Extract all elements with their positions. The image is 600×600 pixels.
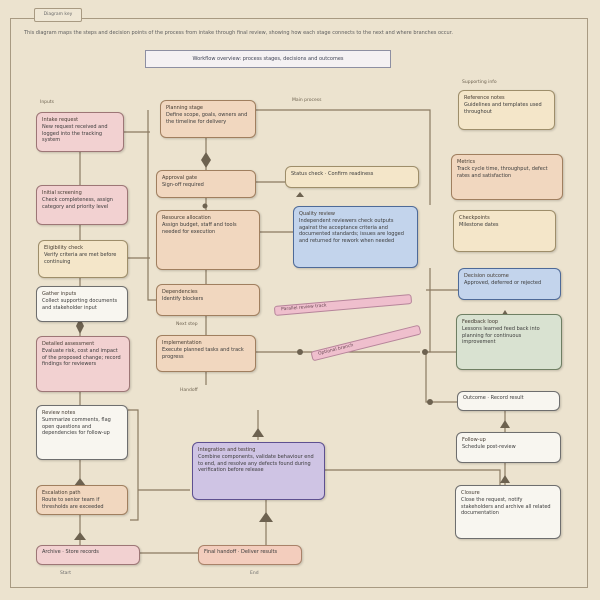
box-text: Identify blockers bbox=[162, 296, 204, 303]
box-closure[interactable]: Closure Close the request, notify stakeh… bbox=[455, 485, 561, 539]
label-supporting-info: Supporting info bbox=[462, 80, 497, 85]
box-resource-allocation[interactable]: Resource allocation Assign budget, staff… bbox=[156, 210, 260, 270]
intro-text: This diagram maps the steps and decision… bbox=[24, 30, 453, 36]
box-final-handoff[interactable]: Final handoff · Deliver results bbox=[198, 545, 302, 565]
box-title: Implementation bbox=[162, 340, 202, 346]
box-text: Route to senior team if thresholds are e… bbox=[42, 497, 104, 510]
label-end: End bbox=[250, 571, 259, 576]
box-text: Collect supporting documents and stakeho… bbox=[42, 298, 118, 311]
box-title: Detailed assessment bbox=[42, 341, 95, 347]
box-title: Outcome bbox=[463, 395, 486, 401]
box-text: Approved, deferred or rejected bbox=[464, 280, 542, 287]
box-text: New request received and logged into the… bbox=[42, 124, 108, 144]
box-text: Guidelines and templates used throughout bbox=[464, 102, 542, 115]
box-text: Assign budget, staff and tools needed fo… bbox=[162, 222, 237, 235]
label-start: Start bbox=[60, 571, 71, 576]
box-title: Quality review bbox=[299, 211, 335, 217]
box-title: Intake request bbox=[42, 117, 79, 123]
box-reference-notes[interactable]: Reference notes Guidelines and templates… bbox=[458, 90, 555, 130]
box-implementation[interactable]: Implementation Execute planned tasks and… bbox=[156, 335, 256, 372]
box-text: Evaluate risk, cost and impact of the pr… bbox=[42, 348, 121, 368]
box-text: Track cycle time, throughput, defect rat… bbox=[457, 166, 548, 179]
box-follow-up[interactable]: Follow-up Schedule post-review bbox=[456, 432, 561, 463]
box-integration-testing[interactable]: Integration and testing Combine componen… bbox=[192, 442, 325, 500]
box-escalation-path[interactable]: Escalation path Route to senior team if … bbox=[36, 485, 128, 515]
label-inputs: Inputs bbox=[40, 100, 54, 105]
box-text: Define scope, goals, owners and the time… bbox=[166, 112, 248, 125]
box-intake-request[interactable]: Intake request New request received and … bbox=[36, 112, 124, 152]
label-main-process: Main process bbox=[292, 98, 322, 103]
box-title: Decision outcome bbox=[464, 273, 509, 279]
box-title: Feedback loop bbox=[462, 319, 499, 325]
box-detailed-assessment[interactable]: Detailed assessment Evaluate risk, cost … bbox=[36, 336, 130, 392]
box-status-check[interactable]: Status check · Confirm readiness bbox=[285, 166, 419, 188]
label-next-step: Next step bbox=[176, 322, 198, 327]
box-text: Sign-off required bbox=[162, 182, 204, 189]
box-text: Summarize comments, flag open questions … bbox=[42, 417, 111, 437]
box-text: Store records bbox=[65, 549, 99, 555]
box-approval-gate[interactable]: Approval gate Sign-off required bbox=[156, 170, 256, 198]
box-text: Record result bbox=[490, 395, 524, 401]
box-text: Close the request, notify stakeholders a… bbox=[461, 497, 551, 517]
box-title: Approval gate bbox=[162, 175, 198, 181]
box-title: Escalation path bbox=[42, 490, 81, 496]
box-title: Resource allocation bbox=[162, 215, 211, 221]
box-text: Check completeness, assign category and … bbox=[42, 197, 113, 210]
box-title: Dependencies bbox=[162, 289, 198, 295]
box-title: Metrics bbox=[457, 159, 476, 165]
box-dependencies[interactable]: Dependencies Identify blockers bbox=[156, 284, 260, 316]
box-text: Verify criteria are met before continuin… bbox=[44, 252, 117, 265]
box-title: Eligibility check bbox=[44, 245, 83, 251]
box-text: Deliver results bbox=[240, 549, 278, 555]
box-text: Independent reviewers check outputs agai… bbox=[299, 218, 404, 244]
box-archive[interactable]: Archive · Store records bbox=[36, 545, 140, 565]
corner-tag: Diagram key bbox=[34, 8, 82, 22]
box-text: Confirm readiness bbox=[327, 171, 374, 177]
box-text: Combine components, validate behaviour e… bbox=[198, 454, 314, 474]
box-initial-screening[interactable]: Initial screening Check completeness, as… bbox=[36, 185, 128, 225]
box-outcome[interactable]: Outcome · Record result bbox=[457, 391, 560, 411]
box-title: Status check bbox=[291, 171, 324, 177]
box-title: Checkpoints bbox=[459, 215, 490, 221]
diagram-title: Workflow overview: process stages, decis… bbox=[145, 50, 391, 68]
box-quality-review[interactable]: Quality review Independent reviewers che… bbox=[293, 206, 418, 268]
box-gather-inputs[interactable]: Gather inputs Collect supporting documen… bbox=[36, 286, 128, 322]
box-title: Integration and testing bbox=[198, 447, 256, 453]
box-title: Archive bbox=[42, 549, 61, 555]
box-checkpoints[interactable]: Checkpoints Milestone dates bbox=[453, 210, 556, 252]
box-metrics[interactable]: Metrics Track cycle time, throughput, de… bbox=[451, 154, 563, 200]
box-title: Closure bbox=[461, 490, 480, 496]
label-handoff: Handoff bbox=[180, 388, 198, 393]
box-text: Schedule post-review bbox=[462, 444, 516, 451]
box-eligibility-check[interactable]: Eligibility check Verify criteria are me… bbox=[38, 240, 128, 278]
box-title: Review notes bbox=[42, 410, 76, 416]
box-title: Initial screening bbox=[42, 190, 82, 196]
box-title: Follow-up bbox=[462, 437, 486, 443]
box-title: Final handoff bbox=[204, 549, 237, 555]
box-title: Gather inputs bbox=[42, 291, 77, 297]
box-text: Lessons learned feed back into planning … bbox=[462, 326, 540, 346]
box-planning-stage[interactable]: Planning stage Define scope, goals, owne… bbox=[160, 100, 256, 138]
box-decision-outcome[interactable]: Decision outcome Approved, deferred or r… bbox=[458, 268, 561, 300]
box-title: Reference notes bbox=[464, 95, 505, 101]
box-feedback-loop[interactable]: Feedback loop Lessons learned feed back … bbox=[456, 314, 562, 370]
diagram-frame bbox=[10, 18, 588, 588]
box-title: Planning stage bbox=[166, 105, 204, 111]
box-review-notes[interactable]: Review notes Summarize comments, flag op… bbox=[36, 405, 128, 460]
box-text: Execute planned tasks and track progress bbox=[162, 347, 244, 360]
box-text: Milestone dates bbox=[459, 222, 499, 229]
